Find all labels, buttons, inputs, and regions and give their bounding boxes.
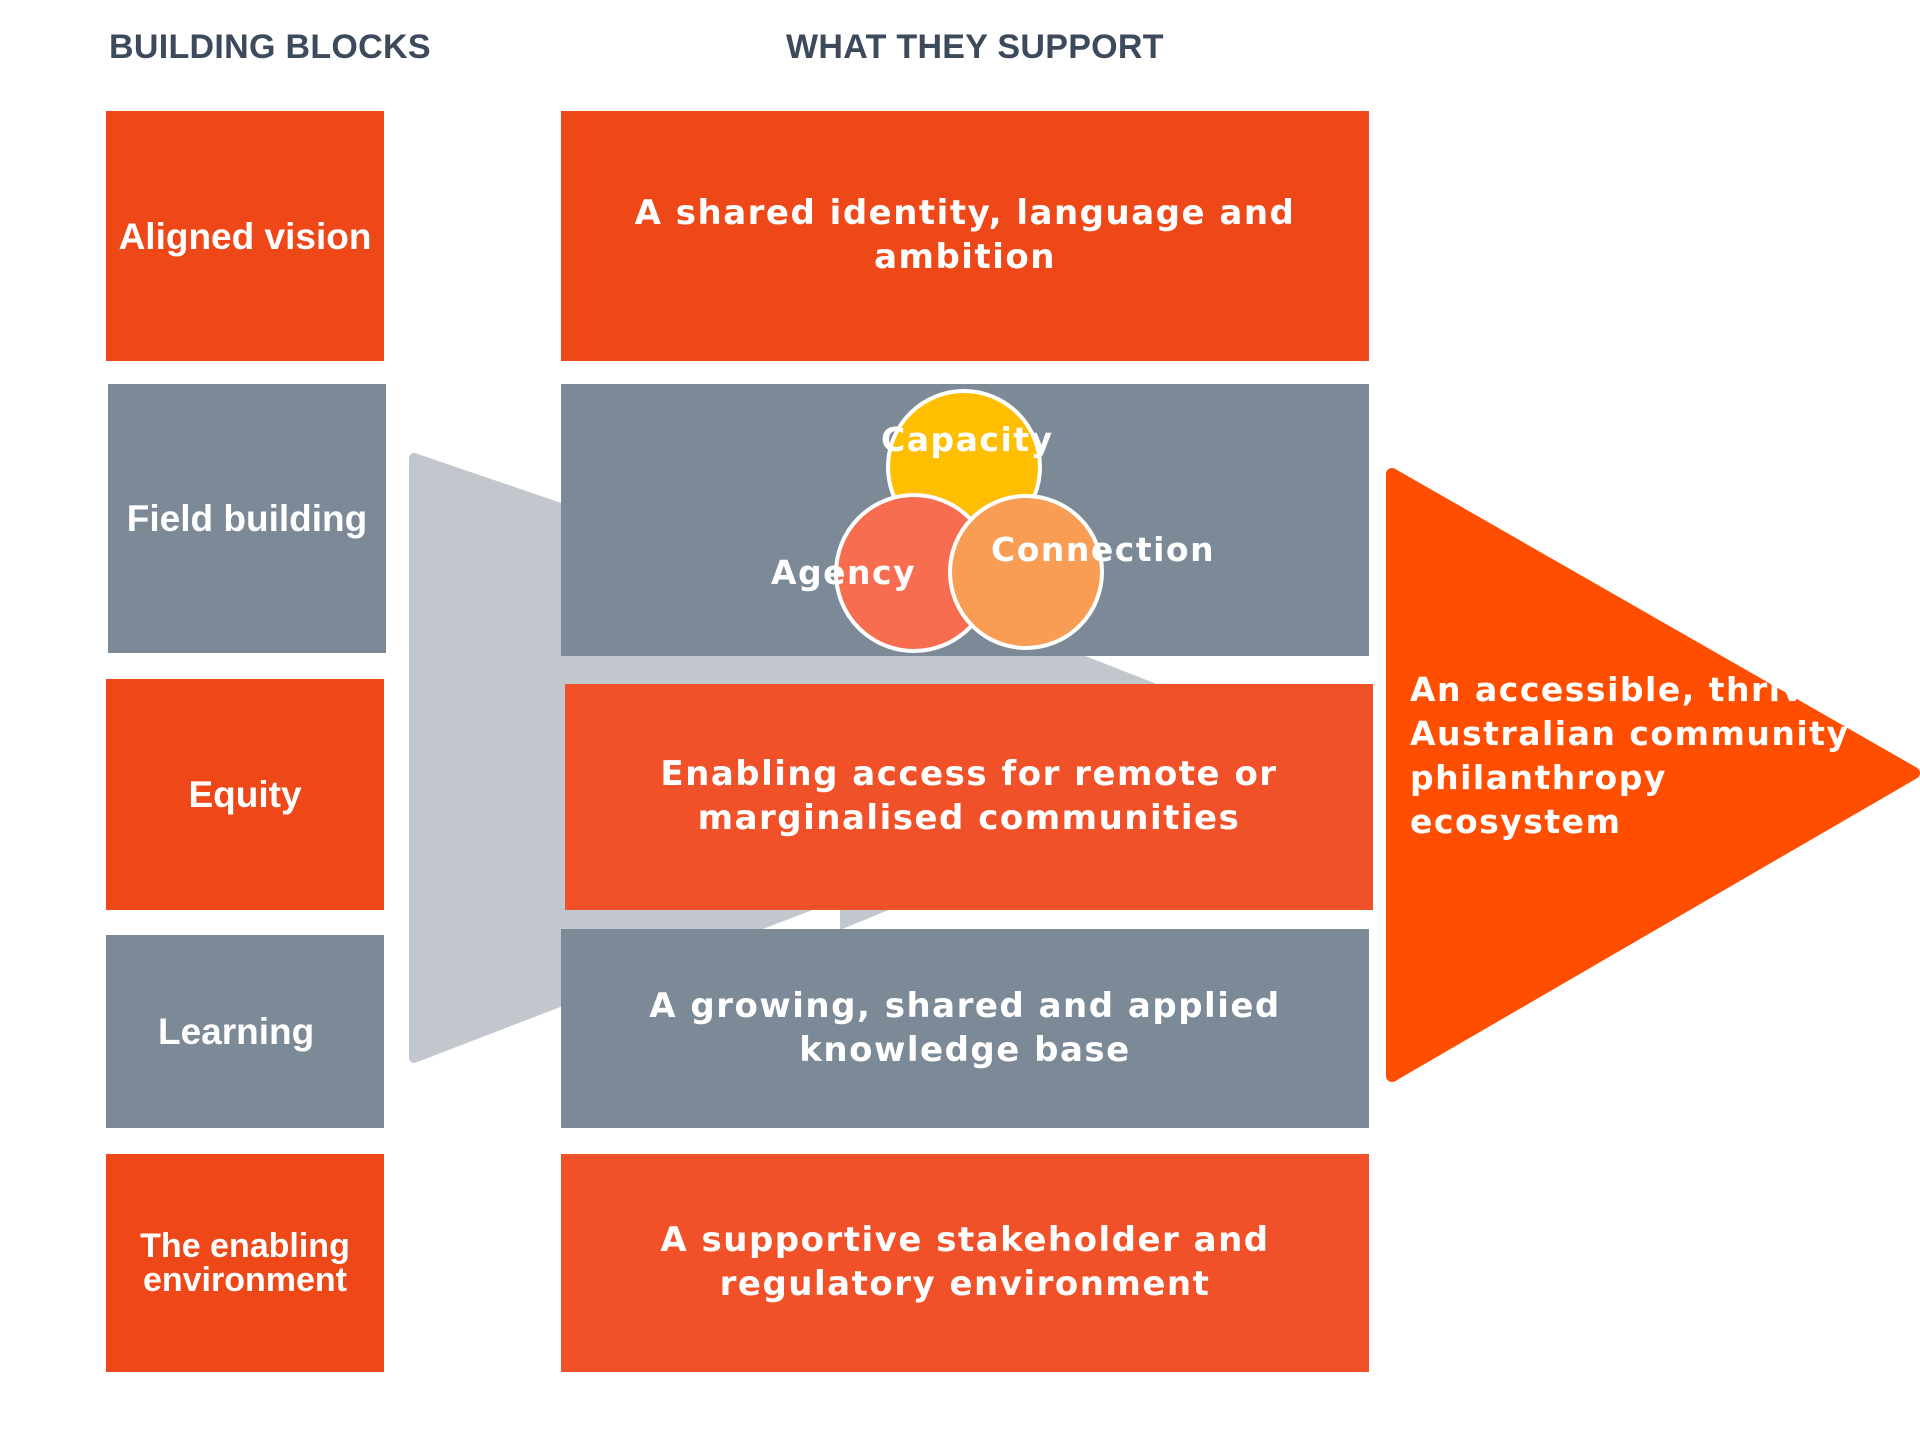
block-aligned-vision: Aligned vision [106, 111, 384, 361]
header-building-blocks: BUILDING BLOCKS [109, 28, 431, 66]
support-stakeholder-environment: A supportive stakeholder and regulatory … [561, 1154, 1369, 1372]
outcome-label: An accessible, thriving Australian commu… [1410, 670, 1868, 841]
block-learning: Learning [106, 935, 384, 1128]
block-enabling-environment: The enabling environment [106, 1154, 384, 1372]
block-equity: Equity [106, 679, 384, 910]
block-label: Equity [188, 774, 302, 815]
support-enabling-access: Enabling access for remote or marginalis… [565, 684, 1373, 910]
block-label: Field building [126, 498, 368, 539]
venn-label-capacity: Capacity [881, 420, 1054, 459]
venn-circle-connection [948, 494, 1104, 650]
support-label: Enabling access for remote or marginalis… [660, 754, 1278, 838]
block-field-building: Field building [108, 384, 386, 653]
support-label: A shared identity, language and ambition [634, 193, 1296, 277]
block-label: Learning [158, 1011, 315, 1052]
support-label: A growing, shared and applied knowledge … [649, 985, 1281, 1070]
venn-label-agency: Agency [771, 553, 917, 592]
header-what-they-support: WHAT THEY SUPPORT [786, 28, 1164, 66]
block-label: The enabling environment [140, 1227, 350, 1299]
support-knowledge-base: A growing, shared and applied knowledge … [561, 929, 1369, 1128]
block-label: Aligned vision [118, 215, 372, 257]
venn-label-connection: Connection [991, 530, 1216, 569]
support-shared-identity: A shared identity, language and ambition [561, 111, 1369, 361]
outcome-arrow [1386, 468, 1920, 1082]
support-label: A supportive stakeholder and regulatory … [660, 1220, 1270, 1304]
